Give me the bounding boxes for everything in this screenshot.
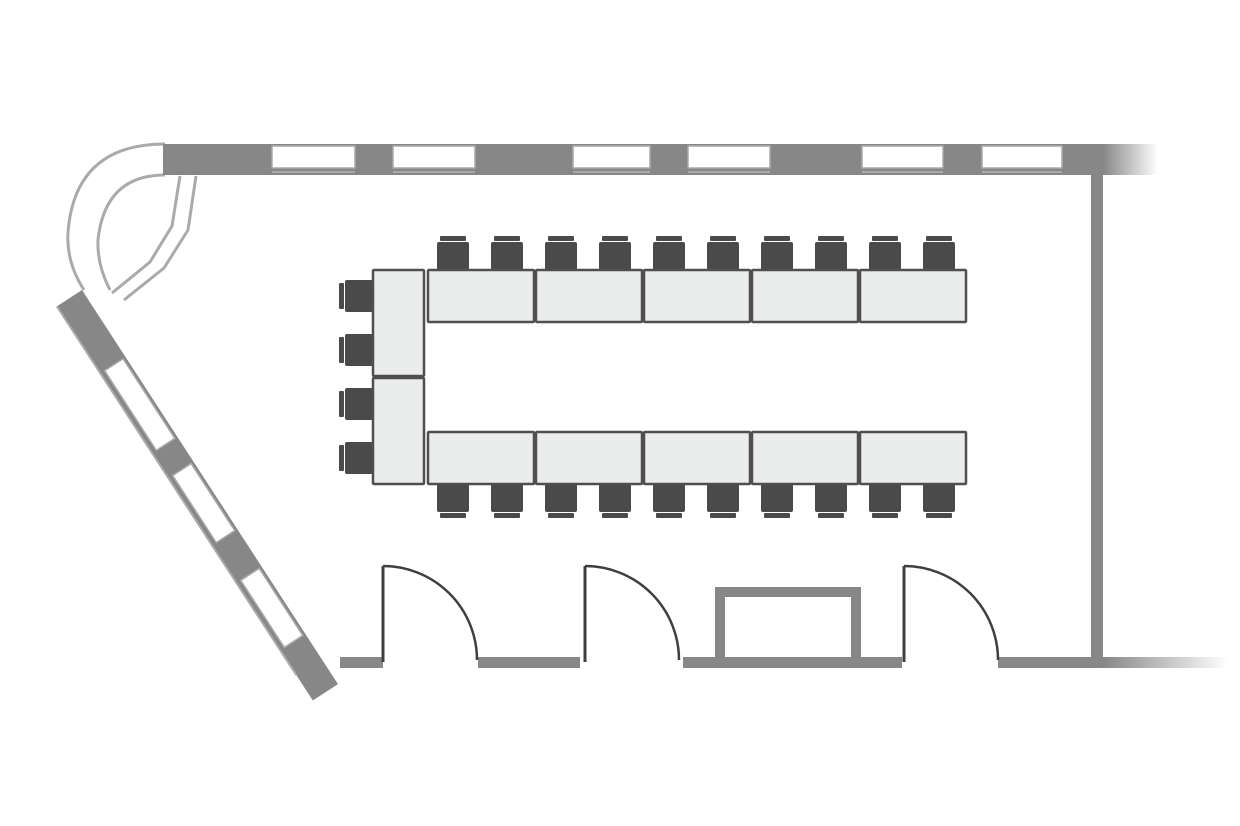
chair: [653, 484, 685, 512]
window: [103, 357, 176, 452]
doors: [381, 564, 1000, 662]
chair-back: [872, 236, 898, 241]
top-wall-fade: [1103, 144, 1158, 175]
chair: [923, 484, 955, 512]
chair-back: [339, 283, 344, 309]
bottom-wall-segment: [478, 657, 580, 668]
chair-back: [710, 513, 736, 518]
chair-back: [548, 236, 574, 241]
window: [981, 145, 1063, 169]
chair-back: [710, 236, 736, 241]
chair: [491, 242, 523, 270]
chair-back: [818, 236, 844, 241]
table: [642, 268, 752, 324]
chair-back: [818, 513, 844, 518]
table: [534, 430, 644, 486]
chair: [345, 388, 373, 420]
chair-back: [339, 337, 344, 363]
chair: [345, 334, 373, 366]
window: [239, 567, 304, 649]
chair: [923, 242, 955, 270]
table: [534, 268, 644, 324]
table: [858, 268, 968, 324]
table: [750, 268, 860, 324]
diagonal-wall-edge: [56, 305, 298, 676]
chair: [869, 242, 901, 270]
chair-back: [548, 513, 574, 518]
chair-back: [764, 513, 790, 518]
chair: [599, 242, 631, 270]
corner-partition-line: [123, 175, 198, 302]
window: [861, 145, 944, 169]
table: [426, 268, 536, 324]
chair: [437, 484, 469, 512]
chair: [815, 242, 847, 270]
chair: [707, 242, 739, 270]
windows: [271, 145, 1063, 173]
chair-back: [339, 391, 344, 417]
chair: [869, 484, 901, 512]
diagonal-wall: [56, 290, 338, 701]
window: [392, 145, 476, 169]
right-wall: [1091, 175, 1103, 665]
room-walls: [56, 142, 1228, 701]
corner-partition-line: [111, 175, 182, 295]
chair-back: [926, 236, 952, 241]
chair-back: [440, 236, 466, 241]
chair: [345, 442, 373, 474]
bottom-wall-segment: [340, 657, 383, 668]
chair-back: [440, 513, 466, 518]
chair: [437, 242, 469, 270]
chair-back: [339, 445, 344, 471]
table: [750, 430, 860, 486]
window: [572, 145, 651, 169]
chair-back: [764, 236, 790, 241]
bottom-wall-segment: [683, 657, 902, 668]
chair: [761, 484, 793, 512]
door-swing-arc: [584, 564, 681, 661]
door-swing-arc: [903, 564, 1000, 661]
table: [642, 430, 752, 486]
curved-wall-outer: [66, 142, 166, 291]
chair: [815, 484, 847, 512]
chair: [653, 242, 685, 270]
chair: [545, 484, 577, 512]
table: [371, 376, 426, 486]
chair: [345, 280, 373, 312]
door-swing-arc: [382, 564, 479, 661]
chairs: [339, 236, 955, 518]
chair-back: [656, 513, 682, 518]
chair-back: [656, 236, 682, 241]
chair-back: [494, 513, 520, 518]
chair-back: [494, 236, 520, 241]
chair-back: [926, 513, 952, 518]
chair: [491, 484, 523, 512]
bottom-wall-segment: [998, 657, 1103, 668]
chair: [599, 484, 631, 512]
chair-back: [872, 513, 898, 518]
table: [858, 430, 968, 486]
chair: [707, 484, 739, 512]
chair: [761, 242, 793, 270]
window: [171, 462, 236, 544]
chair-back: [602, 513, 628, 518]
wall-opening: [715, 587, 861, 660]
curved-wall-inner: [96, 173, 166, 291]
window: [687, 145, 771, 169]
bottom-wall-fade: [1103, 657, 1228, 668]
chair-back: [602, 236, 628, 241]
tables: [371, 268, 968, 486]
window: [271, 145, 356, 169]
table: [371, 268, 426, 378]
chair: [545, 242, 577, 270]
table: [426, 430, 536, 486]
